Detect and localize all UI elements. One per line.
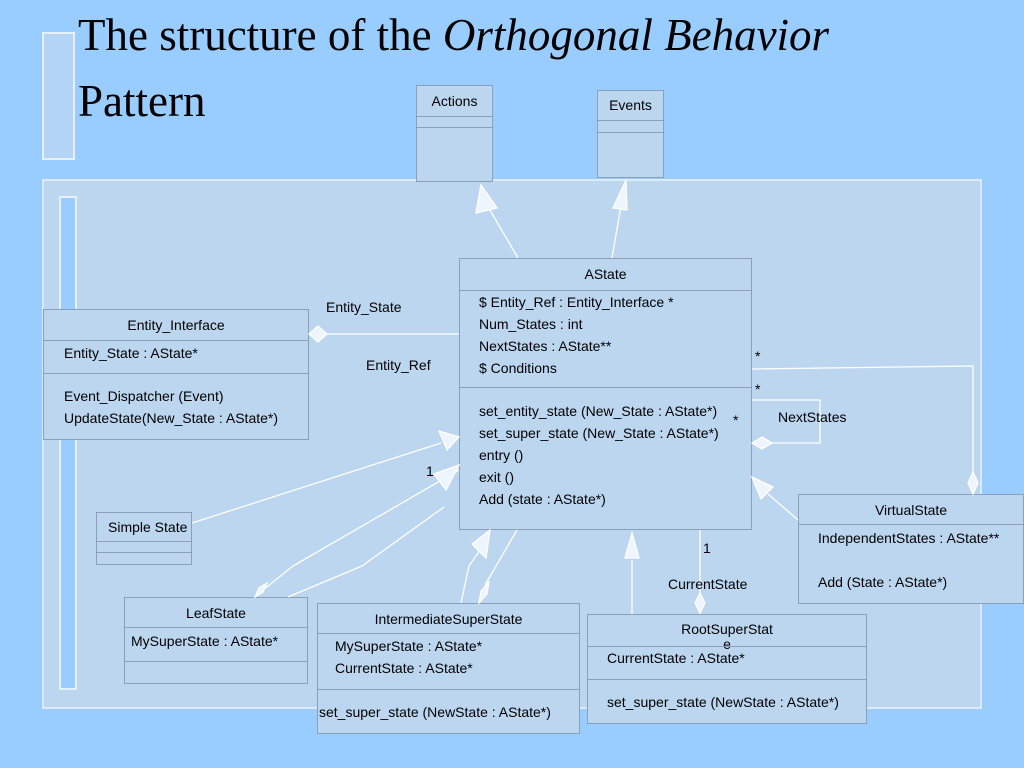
class-intermediate-super-state: IntermediateSuperState MySuperState : AS… — [317, 603, 580, 734]
class-root-super-state-name-line2: e — [723, 636, 731, 652]
generalization-line-leaf-state — [287, 565, 363, 598]
class-intermediate-super-state-name: IntermediateSuperState — [374, 611, 523, 627]
class-simple-state: Simple State — [96, 512, 192, 565]
separator — [417, 116, 492, 117]
generalization-line-intermediate — [468, 549, 481, 567]
class-entity-interface-name: Entity_Interface — [127, 317, 225, 333]
diamond-root — [694, 591, 706, 615]
operation-add: Add (state : AState*) — [479, 491, 606, 507]
multiplicity-one: 1 — [426, 463, 434, 479]
page-title: The structure of the Orthogonal Behavior… — [78, 2, 978, 134]
title-emphasis: Orthogonal Behavior — [442, 10, 830, 60]
separator — [588, 646, 866, 647]
operation-set-entity-state: set_entity_state (New_State : AState*) — [479, 403, 718, 419]
operation-event-dispatcher: Event_Dispatcher (Event) — [64, 388, 224, 404]
arrowhead-simple-state — [437, 429, 461, 452]
separator — [588, 679, 866, 680]
aggregation-line-leaf-state — [262, 565, 294, 591]
separator — [318, 633, 579, 634]
generalization-line-simple-state — [191, 442, 442, 524]
generalization-line-leaf-state — [361, 506, 445, 567]
attribute-my-super-state: MySuperState : AState* — [335, 638, 483, 654]
arrowhead-events — [612, 179, 628, 211]
class-leaf-state-name: LeafState — [186, 605, 246, 621]
arrowhead-leaf-state — [432, 463, 461, 492]
diamond-entity-interface — [308, 325, 328, 343]
arrowhead-virtual — [750, 475, 775, 501]
aggregation-line-intermediate — [484, 529, 518, 586]
separator — [125, 627, 307, 628]
attribute-independent-states: IndependentStates : AState** — [818, 530, 1000, 546]
separator — [460, 290, 751, 291]
attribute-num-states: Num_States : int — [479, 316, 583, 332]
class-astate: AState $ Entity_Ref : Entity_Interface *… — [459, 258, 752, 530]
class-leaf-state: LeafState MySuperState : AState* — [124, 597, 308, 684]
separator — [97, 541, 191, 542]
class-events: Events — [597, 90, 664, 178]
operation-set-super-state: set_super_state (NewState : AState*) — [607, 694, 839, 710]
multiplicity-star: * — [733, 412, 739, 428]
label-entity-ref: Entity_Ref — [366, 357, 431, 373]
multiplicity-star: * — [755, 381, 761, 397]
title-suffix: Pattern — [78, 76, 206, 126]
separator — [318, 689, 579, 690]
separator — [598, 132, 663, 133]
attribute-current-state: CurrentState : AState* — [335, 660, 473, 676]
separator — [125, 661, 307, 662]
aggregation-line-leaf-state — [292, 469, 460, 567]
label-entity-state: Entity_State — [326, 299, 402, 315]
multiplicity-one: 1 — [703, 540, 711, 556]
arrowhead-intermediate — [471, 528, 491, 560]
separator — [460, 387, 751, 388]
attribute-entity-state: Entity_State : AState* — [64, 345, 198, 361]
generalization-line-intermediate — [460, 565, 470, 604]
operation-set-super-state: set_super_state (NewState : AState*) — [319, 704, 551, 720]
title-prefix: The structure of the — [78, 10, 443, 60]
decorative-bar-top — [42, 32, 75, 160]
operation-entry: entry () — [479, 447, 524, 463]
class-actions-name: Actions — [431, 93, 478, 109]
label-next-states: NextStates — [778, 409, 847, 425]
arrowhead-root — [624, 530, 640, 559]
label-current-state: CurrentState — [668, 576, 748, 592]
diamond-intermediate — [477, 579, 491, 606]
class-entity-interface: Entity_Interface Entity_State : AState* … — [43, 309, 309, 440]
class-events-name: Events — [609, 97, 652, 113]
aggregation-line-virtual-state — [751, 365, 974, 472]
class-actions: Actions — [416, 85, 493, 182]
operation-exit: exit () — [479, 469, 514, 485]
class-astate-name: AState — [584, 266, 627, 282]
class-virtual-state-name: VirtualState — [874, 502, 948, 518]
arrowhead-actions — [475, 183, 499, 214]
separator — [799, 524, 1023, 525]
class-virtual-state: VirtualState IndependentStates : AState*… — [798, 494, 1024, 604]
separator — [97, 552, 191, 553]
diamond-next-states — [750, 436, 774, 450]
operation-update-state: UpdateState(New_State : AState*) — [64, 410, 279, 426]
separator — [44, 373, 308, 374]
diamond-virtual-state — [967, 470, 979, 496]
separator — [417, 127, 492, 128]
attribute-conditions: $ Conditions — [479, 360, 557, 376]
generalization-line-virtual — [767, 493, 799, 521]
attribute-next-states: NextStates : AState** — [479, 338, 612, 354]
attribute-current-state: CurrentState : AState* — [607, 650, 745, 666]
diamond-leaf-state — [253, 581, 269, 599]
association-line-next-states — [752, 399, 821, 444]
multiplicity-star: * — [755, 348, 761, 364]
class-root-super-state-name-line1: RootSuperStat — [681, 621, 773, 637]
separator — [598, 120, 663, 121]
class-simple-state-name: Simple State — [108, 519, 188, 535]
operation-set-super-state: set_super_state (New_State : AState*) — [479, 425, 719, 441]
operation-add: Add (State : AState*) — [818, 574, 948, 590]
attribute-entity-ref: $ Entity_Ref : Entity_Interface * — [479, 294, 674, 310]
separator — [44, 340, 308, 341]
attribute-my-super-state: MySuperState : AState* — [131, 633, 279, 649]
